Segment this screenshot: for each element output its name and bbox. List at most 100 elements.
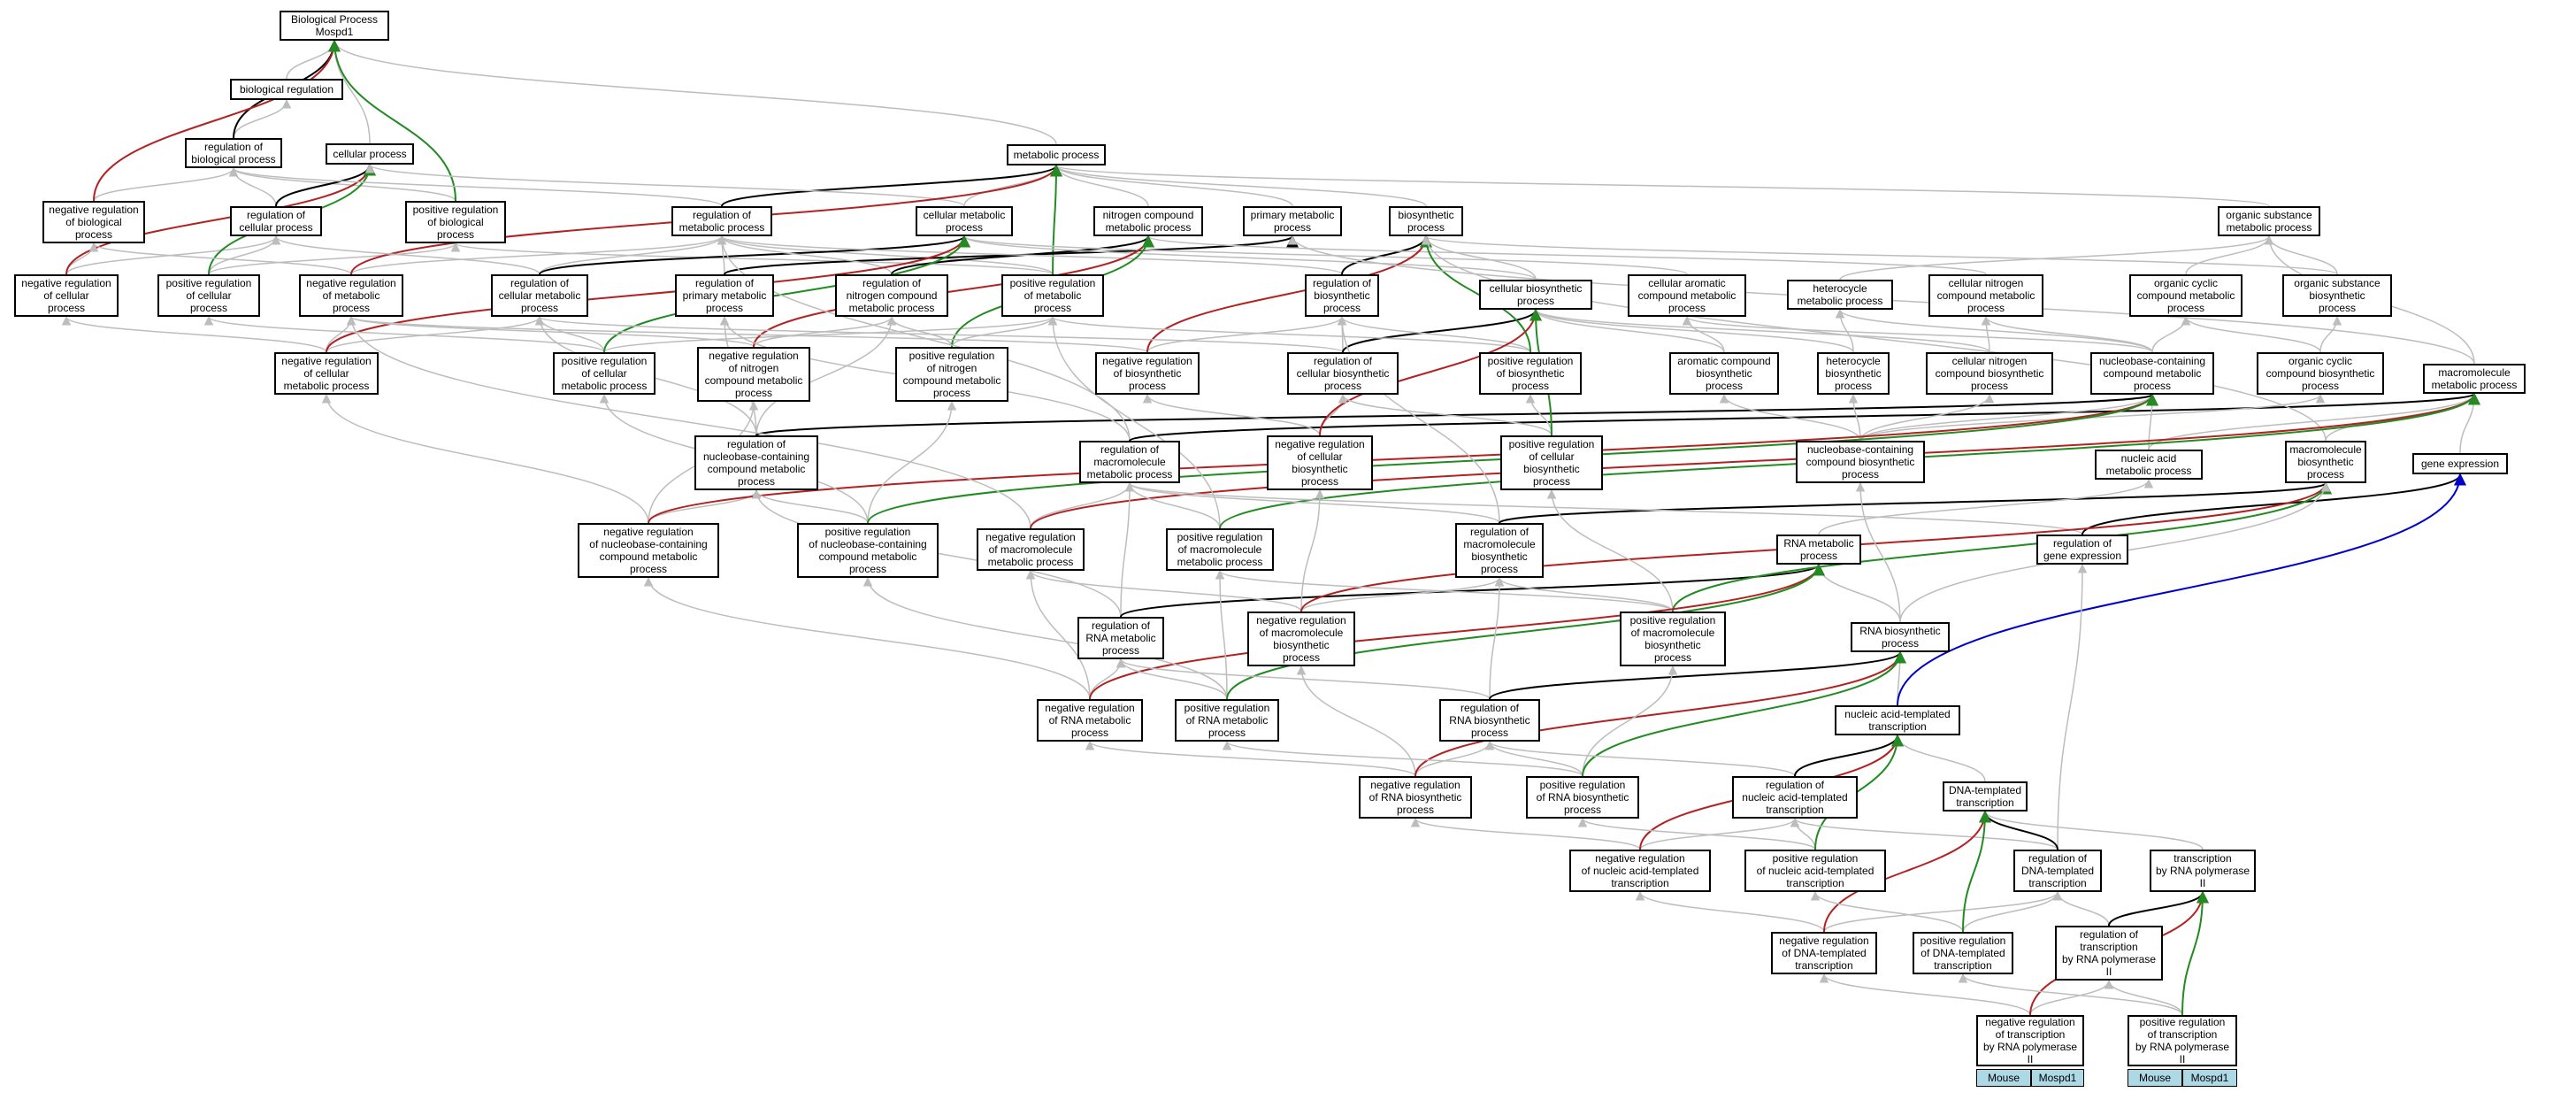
node-reg-tx-rnap2[interactable]: regulation of transcription by RNA polym… <box>2055 926 2163 981</box>
node-macro-metab[interactable]: macromolecule metabolic process <box>2423 364 2526 394</box>
edge-pos_reg_biosyn-to-reg_biosyn <box>1337 315 1531 353</box>
node-rna-biosyn[interactable]: RNA biosynthetic process <box>1851 622 1950 652</box>
node-nuc-acid-metab[interactable]: nucleic acid metabolic process <box>2095 450 2203 480</box>
edge-cell_arom_metab-to-cell_metab <box>960 235 1688 275</box>
edge-rna_biosyn-to-nucbase_biosyn <box>1855 481 1901 623</box>
edge-hetero_biosyn-to-cell_biosyn <box>1530 308 1854 353</box>
edge-prim_metab-to-metab <box>1051 164 1293 207</box>
node-reg-dna-templ-tx[interactable]: regulation of DNA-templated transcriptio… <box>2013 850 2102 892</box>
node-pos-reg-nuc-templ-tx[interactable]: positive regulation of nucleic acid-temp… <box>1744 850 1886 892</box>
node-pos-reg-dna-templ-tx[interactable]: positive regulation of DNA-templated tra… <box>1913 932 2013 974</box>
edge-reg_bio-to-bio_reg <box>233 98 292 139</box>
node-reg-nucbase[interactable]: regulation of nucleobase-containing comp… <box>694 435 818 490</box>
node-pos-reg-macro-metab[interactable]: positive regulation of macromolecule met… <box>1166 528 1274 571</box>
node-arom-biosyn[interactable]: aromatic compound biosynthetic process <box>1669 352 1779 395</box>
node-pos-reg-rna-metab[interactable]: positive regulation of RNA metabolic pro… <box>1175 699 1279 742</box>
node-tx-rnap2[interactable]: transcription by RNA polymerase II <box>2150 850 2256 892</box>
node-reg-nitro-metab[interactable]: regulation of nitrogen compound metaboli… <box>835 274 948 317</box>
node-metab[interactable]: metabolic process <box>1007 144 1106 165</box>
node-cell-arom-metab[interactable]: cellular aromatic compound metabolic pro… <box>1628 274 1746 317</box>
node-cell-nitro-metab[interactable]: cellular nitrogen compound metabolic pro… <box>1928 274 2043 317</box>
node-pos-reg-macro-biosyn[interactable]: positive regulation of macromolecule bio… <box>1620 612 1726 666</box>
edge-neg_reg_nucbase-to-reg_nucbase <box>648 488 762 524</box>
node-neg-reg-cell-biosyn[interactable]: negative regulation of cellular biosynth… <box>1267 435 1373 490</box>
node-org-sub-biosyn[interactable]: organic substance biosynthetic process <box>2282 274 2392 317</box>
node-org-cyc-metab[interactable]: organic cyclic compound metabolic proces… <box>2129 274 2242 317</box>
node-pos-reg-cell[interactable]: positive regulation of cellular process <box>157 274 260 317</box>
node-reg-cell-biosyn[interactable]: regulation of cellular biosynthetic proc… <box>1287 352 1399 395</box>
node-reg-metab[interactable]: regulation of metabolic process <box>671 206 772 236</box>
edge-pos_reg_cell_metab-to-pos_reg_metab <box>603 315 1058 353</box>
edge-neg_reg_nitro-to-neg_reg_metab <box>347 315 755 348</box>
node-reg-bio[interactable]: regulation of biological process <box>185 138 282 168</box>
node-org-cyc-biosyn[interactable]: organic cyclic compound biosynthetic pro… <box>2257 352 2384 395</box>
node-cell-nitro-biosyn[interactable]: cellular nitrogen compound biosynthetic … <box>1926 352 2053 395</box>
node-pos-reg-cell-biosyn[interactable]: positive regulation of cellular biosynth… <box>1500 435 1603 490</box>
node-cell-metab[interactable]: cellular metabolic process <box>916 206 1013 236</box>
node-reg-macro-metab[interactable]: regulation of macromolecule metabolic pr… <box>1079 441 1180 483</box>
node-pos-reg-metab[interactable]: positive regulation of metabolic process <box>1001 274 1104 317</box>
node-neg-reg-bio[interactable]: negative regulation of biological proces… <box>42 201 145 243</box>
node-pos-reg-nitro[interactable]: positive regulation of nitrogen compound… <box>895 347 1008 402</box>
edge-reg_macro_metab-to-macro_metab <box>1129 392 2480 442</box>
edge-reg_rna_metab-to-rna_metab <box>1120 563 1825 618</box>
node-neg-reg-tx-rnap2[interactable]: negative regulation of transcription by … <box>1976 1015 2084 1066</box>
edge-neg_reg_dna_templ_tx-to-dna_templ_tx <box>1823 810 1991 933</box>
node-nitro-metab[interactable]: nitrogen compound metabolic process <box>1093 206 1203 236</box>
node-reg-biosyn[interactable]: regulation of biosynthetic process <box>1305 274 1379 317</box>
node-reg-nuc-templ-tx[interactable]: regulation of nucleic acid-templated tra… <box>1732 776 1858 819</box>
node-pos-reg-tx-rnap2[interactable]: positive regulation of transcription by … <box>2128 1015 2237 1066</box>
node-reg-cell[interactable]: regulation of cellular process <box>230 206 322 236</box>
node-nuc-templ-tx[interactable]: nucleic acid-templated transcription <box>1835 705 1960 735</box>
edge-reg_rna_biosyn-to-reg_rna_metab <box>1116 658 1491 700</box>
node-neg-reg-nucbase[interactable]: negative regulation of nucleobase-contai… <box>578 523 719 578</box>
node-cell-biosyn[interactable]: cellular biosynthetic process <box>1479 280 1592 310</box>
node-hetero-metab[interactable]: heterocycle metabolic process <box>1787 280 1893 310</box>
node-rna-metab[interactable]: RNA metabolic process <box>1776 535 1861 565</box>
node-gene-expr[interactable]: gene expression <box>2412 453 2508 474</box>
node-neg-reg-cell[interactable]: negative regulation of cellular process <box>14 274 119 317</box>
edge-biosyn-to-metab <box>1051 164 1427 207</box>
node-neg-reg-biosyn[interactable]: negative regulation of biosynthetic proc… <box>1095 352 1200 395</box>
edge-reg_rna_metab-to-reg_macro_metab <box>1120 481 1135 618</box>
node-pos-reg-cell-metab[interactable]: positive regulation of cellular metaboli… <box>553 352 656 395</box>
node-cell-proc[interactable]: cellular process <box>326 143 414 165</box>
node-neg-reg-metab[interactable]: negative regulation of metabolic process <box>299 274 403 317</box>
edge-pos_reg_dna_templ_tx-to-pos_reg_nuc_templ_tx <box>1810 890 1964 933</box>
node-pos-reg-nucbase[interactable]: positive regulation of nucleobase-contai… <box>797 523 939 578</box>
edge-cell_biosyn-to-cell_metab <box>960 235 1537 281</box>
node-neg-reg-rna-biosyn[interactable]: negative regulation of RNA biosynthetic … <box>1359 776 1472 819</box>
node-reg-macro-biosyn[interactable]: regulation of macromolecule biosynthetic… <box>1455 523 1544 578</box>
node-root[interactable]: Biological Process Mospd1 <box>280 11 389 41</box>
node-neg-reg-rna-metab[interactable]: negative regulation of RNA metabolic pro… <box>1037 699 1143 742</box>
edge-arom_biosyn-to-cell_biosyn <box>1530 308 1725 353</box>
node-neg-reg-nuc-templ-tx[interactable]: negative regulation of nucleic acid-temp… <box>1569 850 1711 892</box>
edge-reg_gene_expr-to-gene_expr <box>2082 473 2466 535</box>
node-biosyn[interactable]: biosynthetic process <box>1389 206 1463 236</box>
node-nucbase-biosyn[interactable]: nucleobase-containing compound biosynthe… <box>1796 441 1925 483</box>
node-neg-reg-dna-templ-tx[interactable]: negative regulation of DNA-templated tra… <box>1771 932 1877 974</box>
node-neg-reg-macro-metab[interactable]: negative regulation of macromolecule met… <box>977 528 1085 571</box>
node-pos-reg-rna-biosyn[interactable]: positive regulation of RNA biosynthetic … <box>1526 776 1639 819</box>
node-hetero-biosyn[interactable]: heterocycle biosynthetic process <box>1817 352 1890 395</box>
node-nucbase-metab[interactable]: nucleobase-containing compound metabolic… <box>2090 352 2214 395</box>
node-neg-reg-nitro[interactable]: negative regulation of nitrogen compound… <box>697 347 810 402</box>
node-reg-rna-metab[interactable]: regulation of RNA metabolic process <box>1077 617 1164 659</box>
node-reg-cell-metab[interactable]: regulation of cellular metabolic process <box>491 274 588 317</box>
edge-reg_cell_metab-to-reg_metab <box>539 235 727 275</box>
node-pos-reg-biosyn[interactable]: positive regulation of biosynthetic proc… <box>1479 352 1582 395</box>
node-macro-biosyn[interactable]: macromolecule biosynthetic process <box>2285 441 2366 483</box>
node-reg-gene-expr[interactable]: regulation of gene expression <box>2036 535 2128 565</box>
edge-neg_reg_rna_biosyn-to-rna_biosyn <box>1414 650 1906 777</box>
node-reg-rna-biosyn[interactable]: regulation of RNA biosynthetic process <box>1439 699 1540 742</box>
node-reg-prim-metab[interactable]: regulation of primary metabolic process <box>675 274 774 317</box>
node-pos-reg-bio[interactable]: positive regulation of biological proces… <box>405 201 506 243</box>
node-neg-reg-cell-metab[interactable]: negative regulation of cellular metaboli… <box>274 352 379 395</box>
node-bio-reg[interactable]: biological regulation <box>230 79 343 100</box>
edge-reg_metab-to-reg_bio <box>228 166 723 207</box>
node-org-sub-metab[interactable]: organic substance metabolic process <box>2218 206 2320 236</box>
node-dna-templ-tx[interactable]: DNA-templated transcription <box>1943 781 2028 812</box>
node-prim-metab[interactable]: primary metabolic process <box>1243 206 1342 236</box>
edge-neg_reg_dna_templ_tx-to-neg_reg_nuc_templ_tx <box>1635 890 1825 933</box>
node-neg-reg-macro-biosyn[interactable]: negative regulation of macromolecule bio… <box>1247 612 1355 666</box>
